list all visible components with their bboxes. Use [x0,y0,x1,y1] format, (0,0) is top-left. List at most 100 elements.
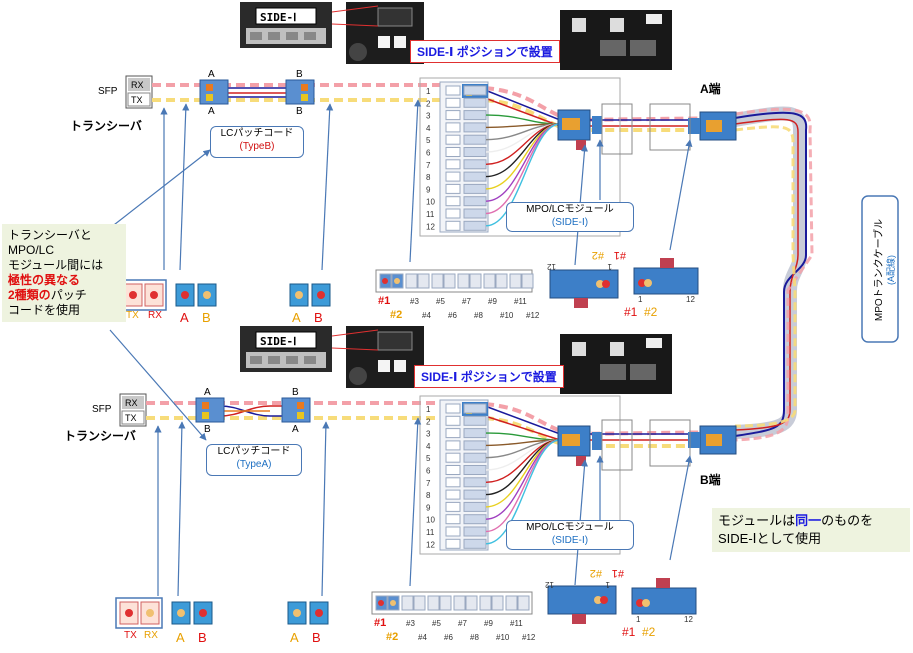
port-slot [445,196,461,207]
endview-cell [401,595,414,611]
port-slot [445,171,461,182]
mpo-flip-num: 1 [605,580,610,589]
top-photo-mpo [560,10,672,70]
port-number: 10 [426,516,435,525]
mpo-flip-num: 12 [545,580,554,589]
left-note-line6: コードを使用 [8,303,81,317]
fan-out-fiber [485,439,561,545]
port-slot [445,428,461,439]
bottom-patch-cord-callout: LCパッチコード (TypeA) [206,444,302,476]
port-adapter [463,159,487,170]
port-adapter [463,440,487,451]
fan-out-fiber [485,123,561,227]
port-number: 4 [426,124,431,133]
trunk-title: MPOトランクケーブル [872,219,885,321]
port-adapter [463,97,487,108]
port-slot [445,489,461,500]
top-lc-connector-right [285,79,315,105]
endview-conn-label: RX [144,630,158,641]
fan-out-fiber [485,439,561,520]
port-adapter [463,183,487,194]
top-endview-panel-cells: #1#2#3#4#5#6#7#8#9#10#11#12 [378,273,540,321]
mpo-right-label: #1 [624,305,638,319]
mpo-flip-label: #1 [614,249,626,261]
endview-port-odd: #5 [436,297,445,306]
port-number: 8 [426,173,431,182]
mpo-right-num: 1 [636,615,641,624]
endview-port-odd: #11 [510,619,523,628]
top-patch-cord-title: LCパッチコード [220,128,294,139]
port-slot [445,85,461,96]
endview-port-even: #4 [418,633,427,642]
port-slot [445,538,461,549]
top-banner: SIDE-Ⅰ ポジションで設置 [410,40,560,63]
endview-conn-label: A [292,310,301,325]
endview-cell [469,273,482,289]
endview-cell [405,273,418,289]
port-slot [445,110,461,121]
fan-out-fiber [485,439,561,533]
endview-port-even: #6 [444,633,453,642]
right-note-post: のものを [821,513,874,528]
endview-port-odd: #7 [458,619,467,628]
port-adapter [463,122,487,133]
endview-conn-label: B [198,630,207,645]
top-patch-cord-type: (TypeB) [239,141,275,152]
bottom-photo-side-label [240,326,332,372]
top-patch-cord-callout: LCパッチコード (TypeB) [210,126,304,158]
port-number: 11 [426,210,435,219]
bottom-rx-label: RX [125,398,138,408]
port-number: 9 [426,503,431,512]
bottom-endview-mpo-flip [547,585,617,624]
bottom-end-label: B端 [700,472,721,487]
mpo-flip-label: #2 [590,567,602,579]
endview-conn-label: TX [126,310,139,321]
endview-conn-label: B [314,310,323,325]
fan-out-fiber [485,439,561,496]
port-adapter [463,403,487,414]
port-slot [445,134,461,145]
bottom-fan-out-fibers [485,432,561,545]
port-number: 3 [426,430,431,439]
endview-conn-label: TX [124,630,137,641]
port-slot [445,477,461,488]
endview-port-odd: #3 [406,619,415,628]
port-slot [445,159,461,170]
endview-cell [443,273,456,289]
trunk-sub: (A配線) [885,255,896,285]
endview-port-odd: #1 [378,295,390,307]
mpo-flip-num: 12 [547,262,556,271]
endview-cell [427,595,440,611]
endview-cell [465,595,478,611]
port-number: 1 [426,87,431,96]
port-number: 2 [426,417,431,426]
port-number: 6 [426,467,431,476]
port-adapter [463,220,487,231]
endview-conn-label: A [180,310,189,325]
top-lc-connector-left [199,79,229,105]
endview-fiber-dot [382,278,388,284]
left-note-line5-red: 2種類の [8,288,51,302]
port-adapter [463,477,487,488]
bottom-photo-mpo [560,334,672,394]
trunk-label-box [861,195,899,343]
right-note: モジュールは同一のものを SIDE-Ⅰとして使用 [712,508,910,552]
top-end-label: A端 [700,81,721,96]
port-number: 9 [426,185,431,194]
left-note-line1: トランシーバと [8,228,92,242]
port-slot [445,514,461,525]
port-adapter [463,526,487,537]
port-slot [445,122,461,133]
top-sfp-label: SFP [98,86,118,97]
bottom-patch-cord-title: LCパッチコード [217,446,291,457]
endview-port-odd: #9 [488,297,497,306]
bottom-mpo-module-body [557,419,737,471]
endview-cell [521,273,534,289]
port-number: 3 [426,112,431,121]
right-note-pre: モジュールは [718,513,796,528]
endview-port-even: #2 [386,631,398,643]
port-slot [445,208,461,219]
port-slot [445,220,461,231]
port-number: 5 [426,136,431,145]
port-adapter [463,147,487,157]
